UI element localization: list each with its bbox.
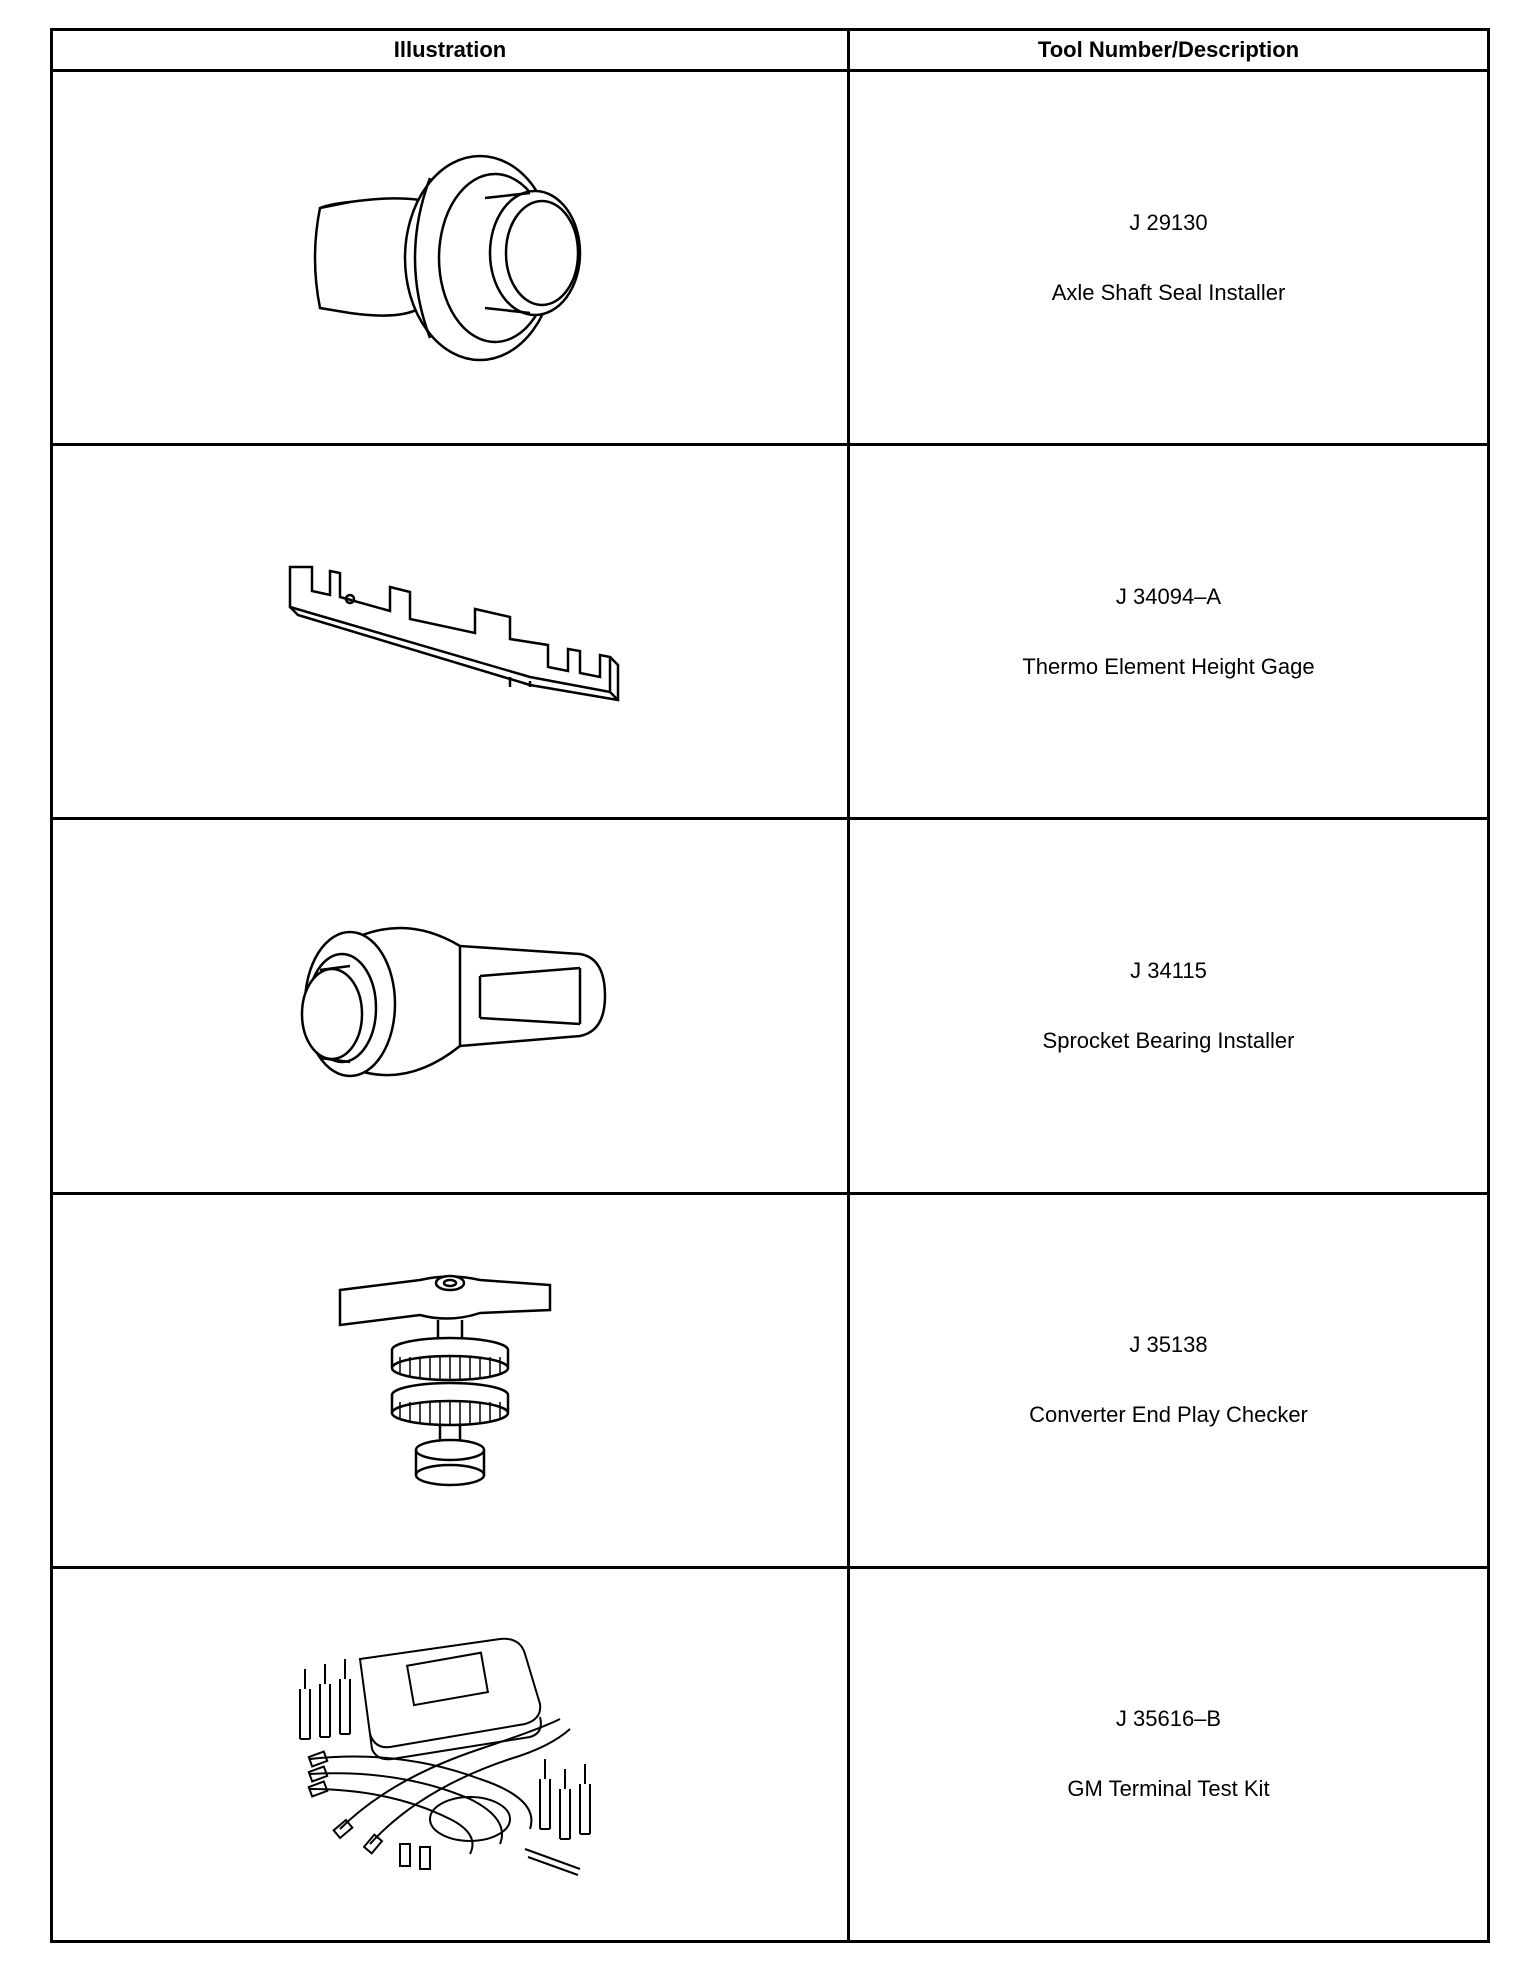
illustration-cell xyxy=(50,443,850,821)
tool-number: J 34115 xyxy=(1130,957,1207,983)
table-row: J 35138 Converter End Play Checker xyxy=(50,1191,1490,1569)
illustration-cell xyxy=(50,68,850,447)
tool-number: J 34094–A xyxy=(1115,583,1222,609)
table-row: J 34094–A Thermo Element Height Gage xyxy=(50,443,1490,821)
tool-description-cell: J 35616–B GM Terminal Test Kit xyxy=(847,1565,1490,1944)
tool-description-cell: J 34094–A Thermo Element Height Gage xyxy=(847,443,1490,821)
illustration-cell xyxy=(50,1565,850,1944)
table-row: J 29130 Axle Shaft Seal Installer xyxy=(50,68,1490,447)
table-row: J 34115 Sprocket Bearing Installer xyxy=(50,817,1490,1195)
table-row: J 35616–B GM Terminal Test Kit xyxy=(50,1565,1490,1944)
tool-description: GM Terminal Test Kit xyxy=(1067,1776,1270,1802)
tool-description-cell: J 34115 Sprocket Bearing Installer xyxy=(847,817,1490,1195)
gm-terminal-test-kit-icon xyxy=(280,1629,620,1879)
tool-description: Sprocket Bearing Installer xyxy=(1042,1027,1295,1053)
header-illustration: Illustration xyxy=(50,28,850,72)
tool-description-cell: J 29130 Axle Shaft Seal Installer xyxy=(847,68,1490,447)
illustration-cell xyxy=(50,817,850,1195)
tool-number: J 35616–B xyxy=(1115,1706,1222,1732)
illustration-cell xyxy=(50,1191,850,1569)
tool-description-cell: J 35138 Converter End Play Checker xyxy=(847,1191,1490,1569)
tool-description: Axle Shaft Seal Installer xyxy=(1051,279,1286,305)
thermo-element-height-gage-icon xyxy=(280,547,620,717)
axle-shaft-seal-installer-icon xyxy=(290,138,610,378)
tool-number: J 35138 xyxy=(1129,1332,1208,1358)
table-header-row: Illustration Tool Number/Description xyxy=(50,28,1490,72)
tool-number: J 29130 xyxy=(1129,209,1208,235)
special-tools-table: Illustration Tool Number/Description xyxy=(50,28,1490,1944)
header-tool-number-description: Tool Number/Description xyxy=(847,28,1490,72)
converter-end-play-checker-icon xyxy=(330,1265,570,1495)
tool-description: Thermo Element Height Gage xyxy=(1022,653,1315,679)
tool-description: Converter End Play Checker xyxy=(1029,1402,1308,1428)
sprocket-bearing-installer-icon xyxy=(280,906,620,1106)
